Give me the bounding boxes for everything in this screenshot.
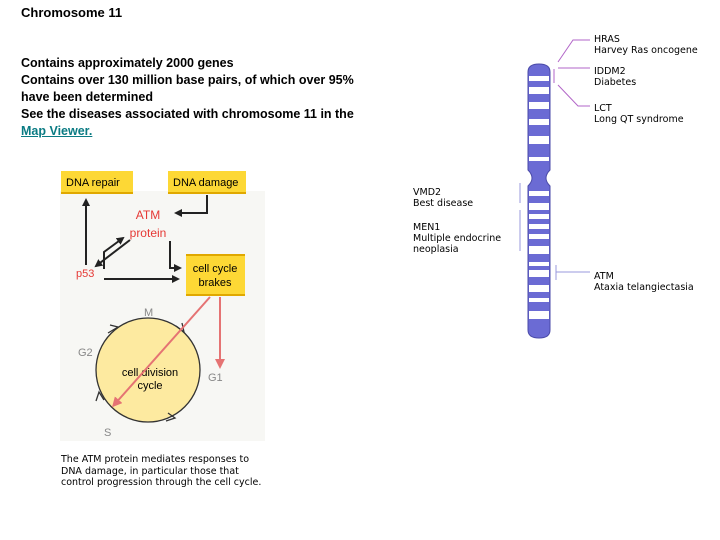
chromosome-body [527, 63, 551, 339]
dna-damage-label: DNA damage [173, 177, 238, 189]
brakes-arrow-to-s [112, 296, 211, 408]
cycle-arrow-g2-m [107, 324, 120, 334]
atm-protein-label-line2: protein [130, 226, 167, 240]
lct-name: Long QT syndrome [594, 114, 684, 125]
dna-repair-label: DNA repair [66, 177, 120, 189]
caption-line3: control progression through the cell cyc… [61, 477, 262, 488]
men1-symbol: MEN1 [413, 222, 440, 233]
iddm2-name: Diabetes [594, 77, 636, 88]
iddm2-symbol: IDDM2 [594, 66, 626, 77]
cycle-arrow-g1-s [165, 412, 177, 422]
atm-protein-label-line1: ATM [136, 208, 160, 222]
diseases-text: See the diseases associated with chromos… [21, 107, 354, 121]
vmd2-symbol: VMD2 [413, 187, 441, 198]
brakes-label-line2: brakes [198, 277, 232, 289]
cycle-label-line2: cycle [137, 380, 162, 392]
phase-s-label: S [104, 427, 111, 439]
dna-damage-box: DNA damage [168, 171, 246, 194]
atm-name: Ataxia telangiectasia [594, 282, 694, 293]
brakes-label-line1: cell cycle [193, 263, 238, 275]
men1-name-line1: Multiple endocrine [413, 233, 501, 244]
caption-line1: The ATM protein mediates responses to [61, 454, 250, 465]
lct-symbol: LCT [594, 103, 612, 114]
chromosome-11-ideogram [527, 63, 551, 339]
phase-g1-label: G1 [208, 372, 223, 384]
arrow-atm-to-brakes [169, 241, 182, 272]
phase-m-label: M [144, 307, 153, 319]
men1-name-line2: neoplasia [413, 244, 459, 255]
cell-cycle-brakes-box: cell cycle brakes [186, 254, 245, 296]
cycle-arrow-m-g1 [175, 322, 186, 334]
diagram-caption: The ATM protein mediates responses to DN… [61, 454, 261, 489]
base-pairs-text: Contains over 130 million base pairs, of… [21, 73, 354, 87]
hras-symbol: HRAS [594, 34, 620, 45]
dna-repair-box: DNA repair [61, 171, 133, 194]
vmd2-name: Best disease [413, 198, 473, 209]
phase-g2-label: G2 [78, 347, 93, 359]
base-pairs-text-continued: have been determined [21, 90, 153, 104]
arrow-dna-damage-to-atm [174, 195, 208, 217]
cycle-label-line1: cell division [122, 367, 178, 379]
arrow-p53-to-atm [103, 236, 125, 269]
p53-label: p53 [76, 268, 94, 280]
caption-line2: DNA damage, in particular those that [61, 465, 239, 477]
atm-symbol: ATM [594, 271, 614, 282]
hras-name: Harvey Ras oncogene [594, 45, 698, 56]
gene-count-text: Contains approximately 2000 genes [21, 56, 234, 70]
page-title: Chromosome 11 [21, 5, 123, 20]
cycle-arrow-s-g2 [95, 390, 105, 402]
chromosome-info: Contains approximately 2000 genes Contai… [21, 55, 421, 140]
map-viewer-link[interactable]: Map Viewer. [21, 124, 93, 138]
cell-cycle-ring [95, 317, 201, 423]
